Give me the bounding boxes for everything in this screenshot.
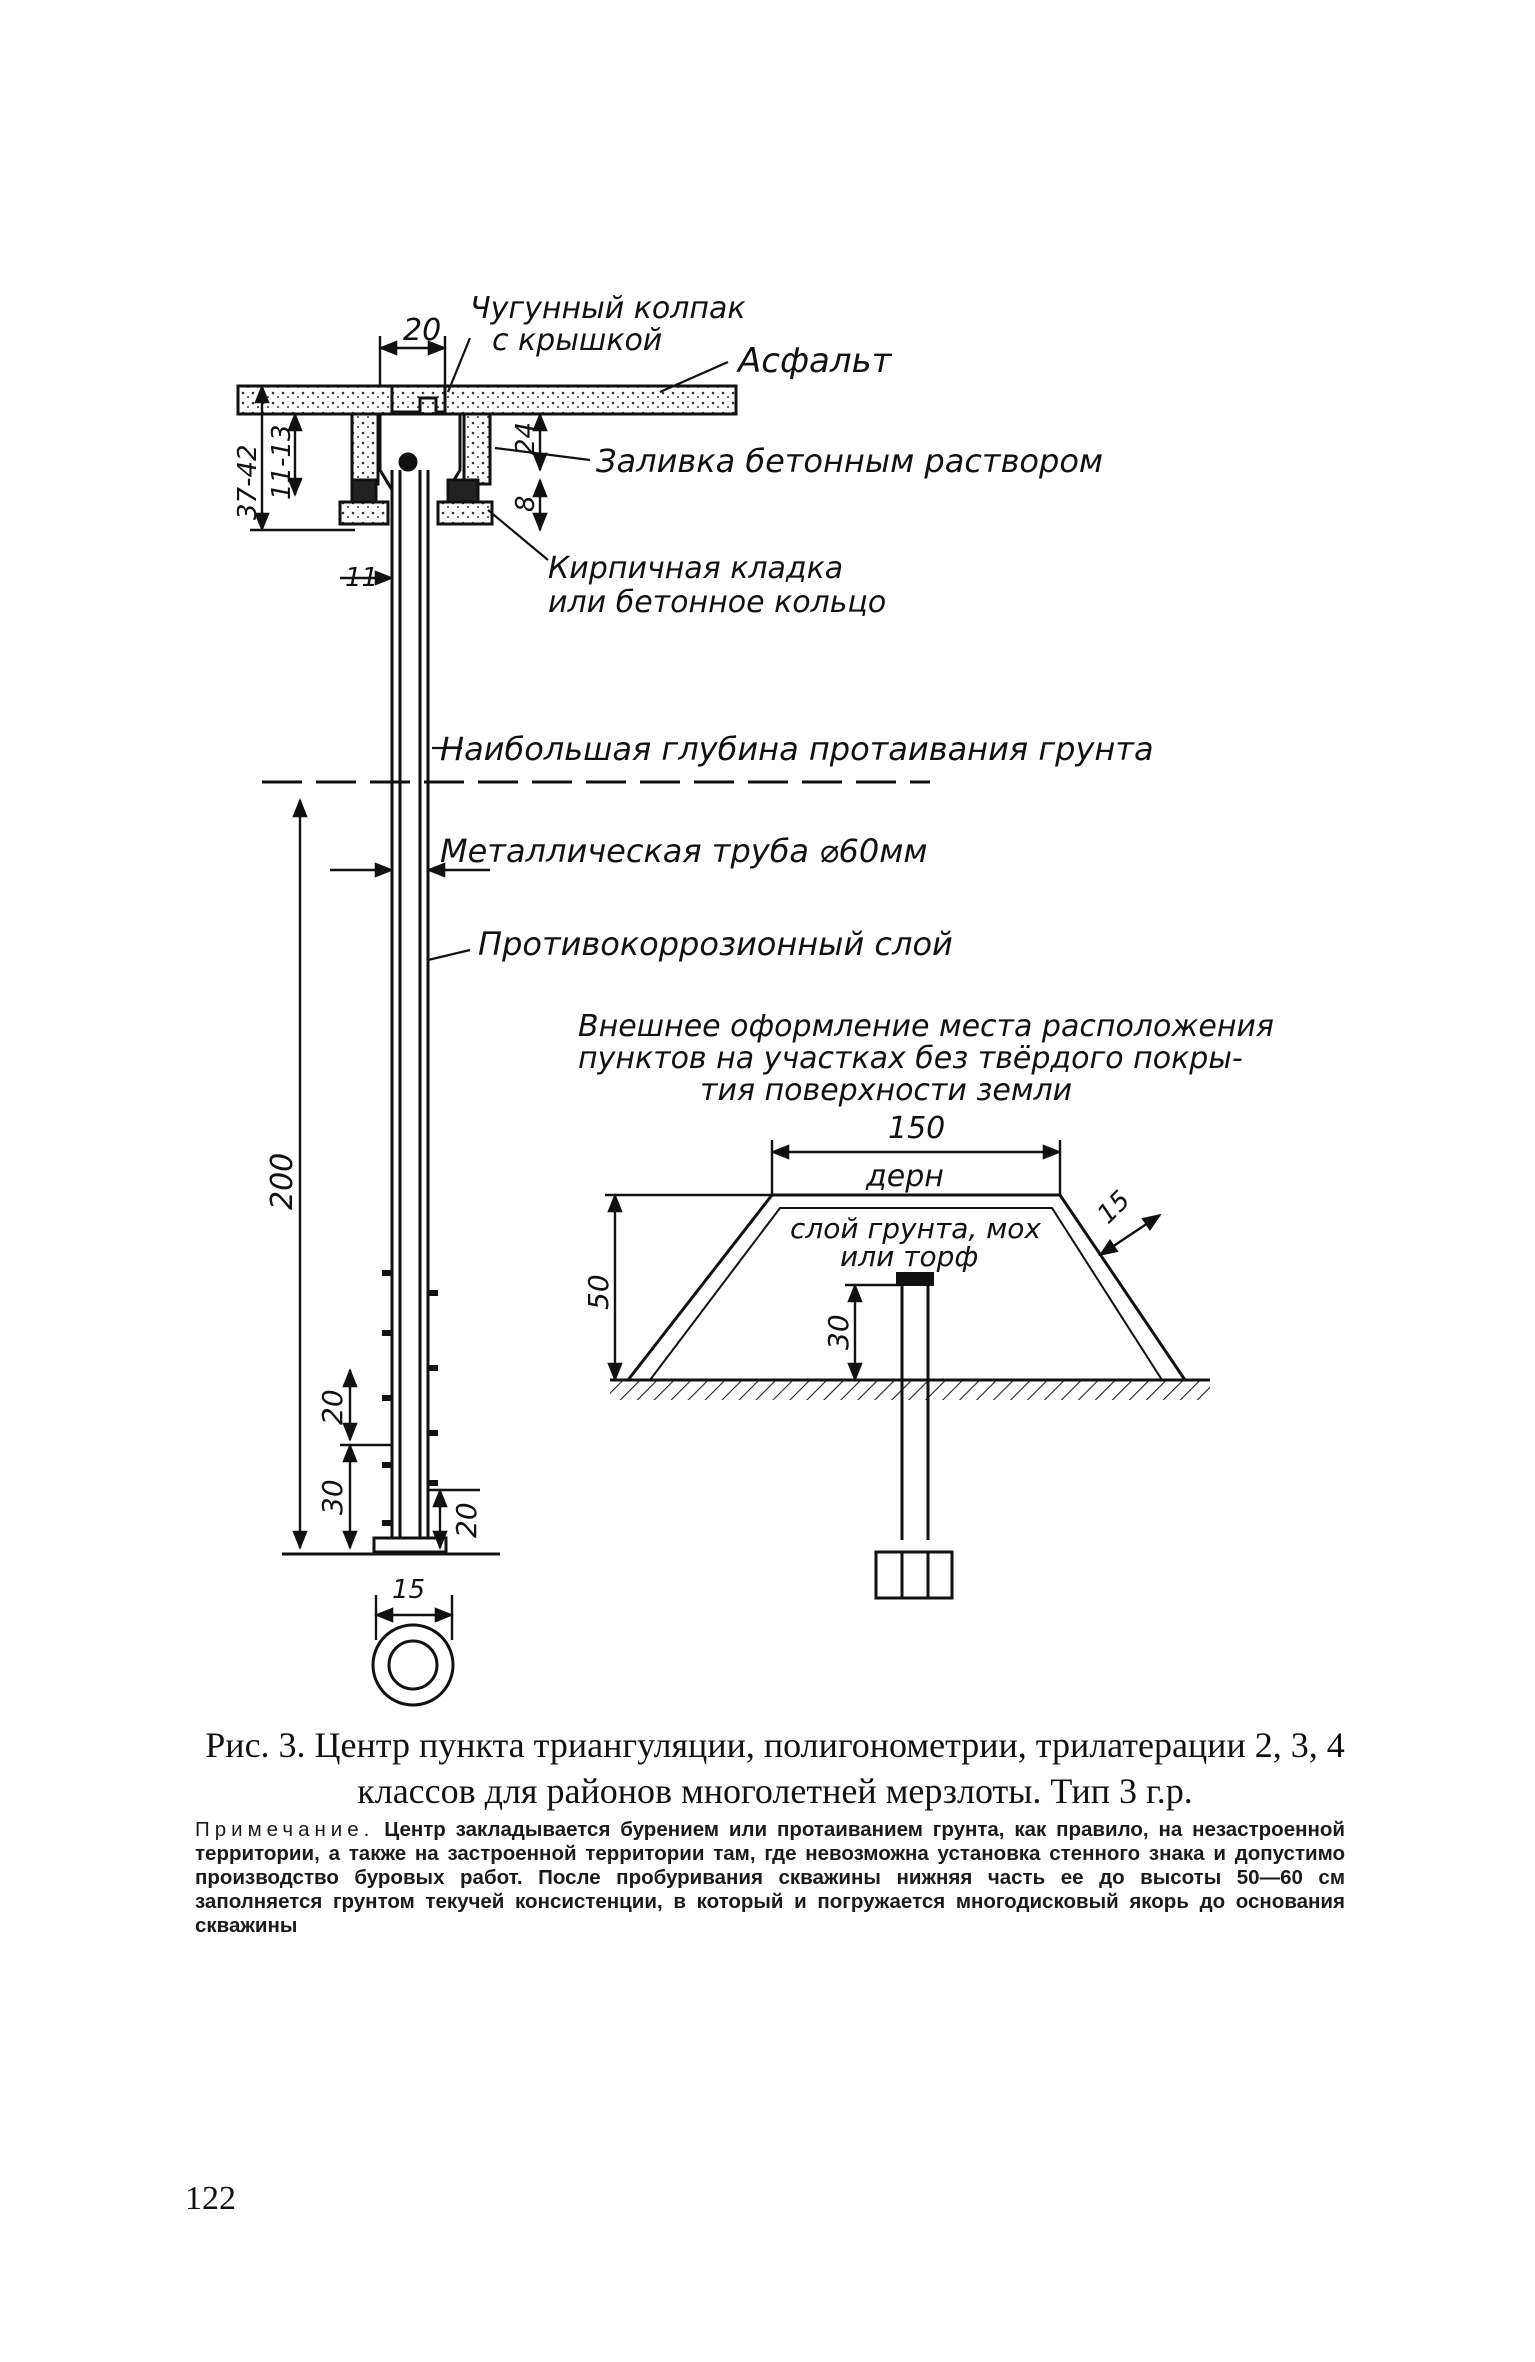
anticorrosion-label: Противокоррозионный слой (478, 925, 953, 963)
soil-layer-line1: слой грунта, мох (790, 1212, 1041, 1245)
page-number: 122 (185, 2180, 236, 2217)
dim-20-right: 20 (450, 1502, 483, 1538)
outer-title-line2: пунктов на участках без твёрдого покры- (578, 1041, 1243, 1076)
asphalt-slab (236, 384, 738, 416)
dim-30-mound: 30 (822, 1314, 855, 1350)
figure-caption: Рис. 3. Центр пункта триангуляции, полиг… (205, 1725, 1345, 1811)
note-lead: Примечание. (195, 1818, 375, 1841)
dim-24: 24 (511, 422, 541, 455)
note-text: Центр закладывается бурением или протаив… (195, 1818, 1345, 1937)
max-thaw-depth-label: Наибольшая глубина протаивания грунта (440, 730, 1154, 768)
dim-150: 150 (888, 1111, 945, 1146)
brick-label-line2: или бетонное кольцо (548, 585, 886, 620)
dim-30-left: 30 (316, 1479, 349, 1515)
mound-dimensions (605, 1140, 1162, 1382)
outer-title-line3: тия поверхности земли (700, 1073, 1072, 1108)
dimension-lines (250, 336, 548, 1640)
dim-11: 11 (345, 563, 378, 593)
brick-label-line1: Кирпичная кладка (548, 551, 843, 586)
figure-note: Примечание. Центр закладывается бурением… (195, 1818, 1345, 1938)
leader-lines (427, 337, 729, 962)
dim-8: 8 (511, 495, 541, 512)
concrete-fill-label: Заливка бетонным раствором (596, 442, 1103, 480)
dim-20-top: 20 (403, 313, 441, 348)
dim-50: 50 (582, 1274, 615, 1310)
dim-15: 15 (392, 1575, 425, 1605)
asphalt-label: Асфальт (736, 341, 893, 381)
metal-pipe (372, 470, 448, 1554)
dim-20-left: 20 (316, 1389, 349, 1425)
metal-pipe-label: Металлическая труба ⌀60мм (440, 832, 927, 870)
cap-label-line1: Чугунный колпак (470, 291, 746, 326)
dim-11-13: 11-13 (267, 424, 297, 500)
dim-200: 200 (265, 1153, 300, 1210)
soil-layer-line2: или торф (840, 1240, 978, 1273)
cap-label-line2: с крышкой (492, 323, 662, 358)
dim-15-slope: 15 (1092, 1185, 1137, 1230)
dim-37-42: 37-42 (233, 444, 263, 520)
outer-title-line1: Внешнее оформление места расположения (578, 1009, 1274, 1044)
turf-label: дерн (865, 1159, 944, 1194)
pipe-plan-view (371, 1623, 455, 1707)
anchor-discs (382, 1270, 438, 1526)
